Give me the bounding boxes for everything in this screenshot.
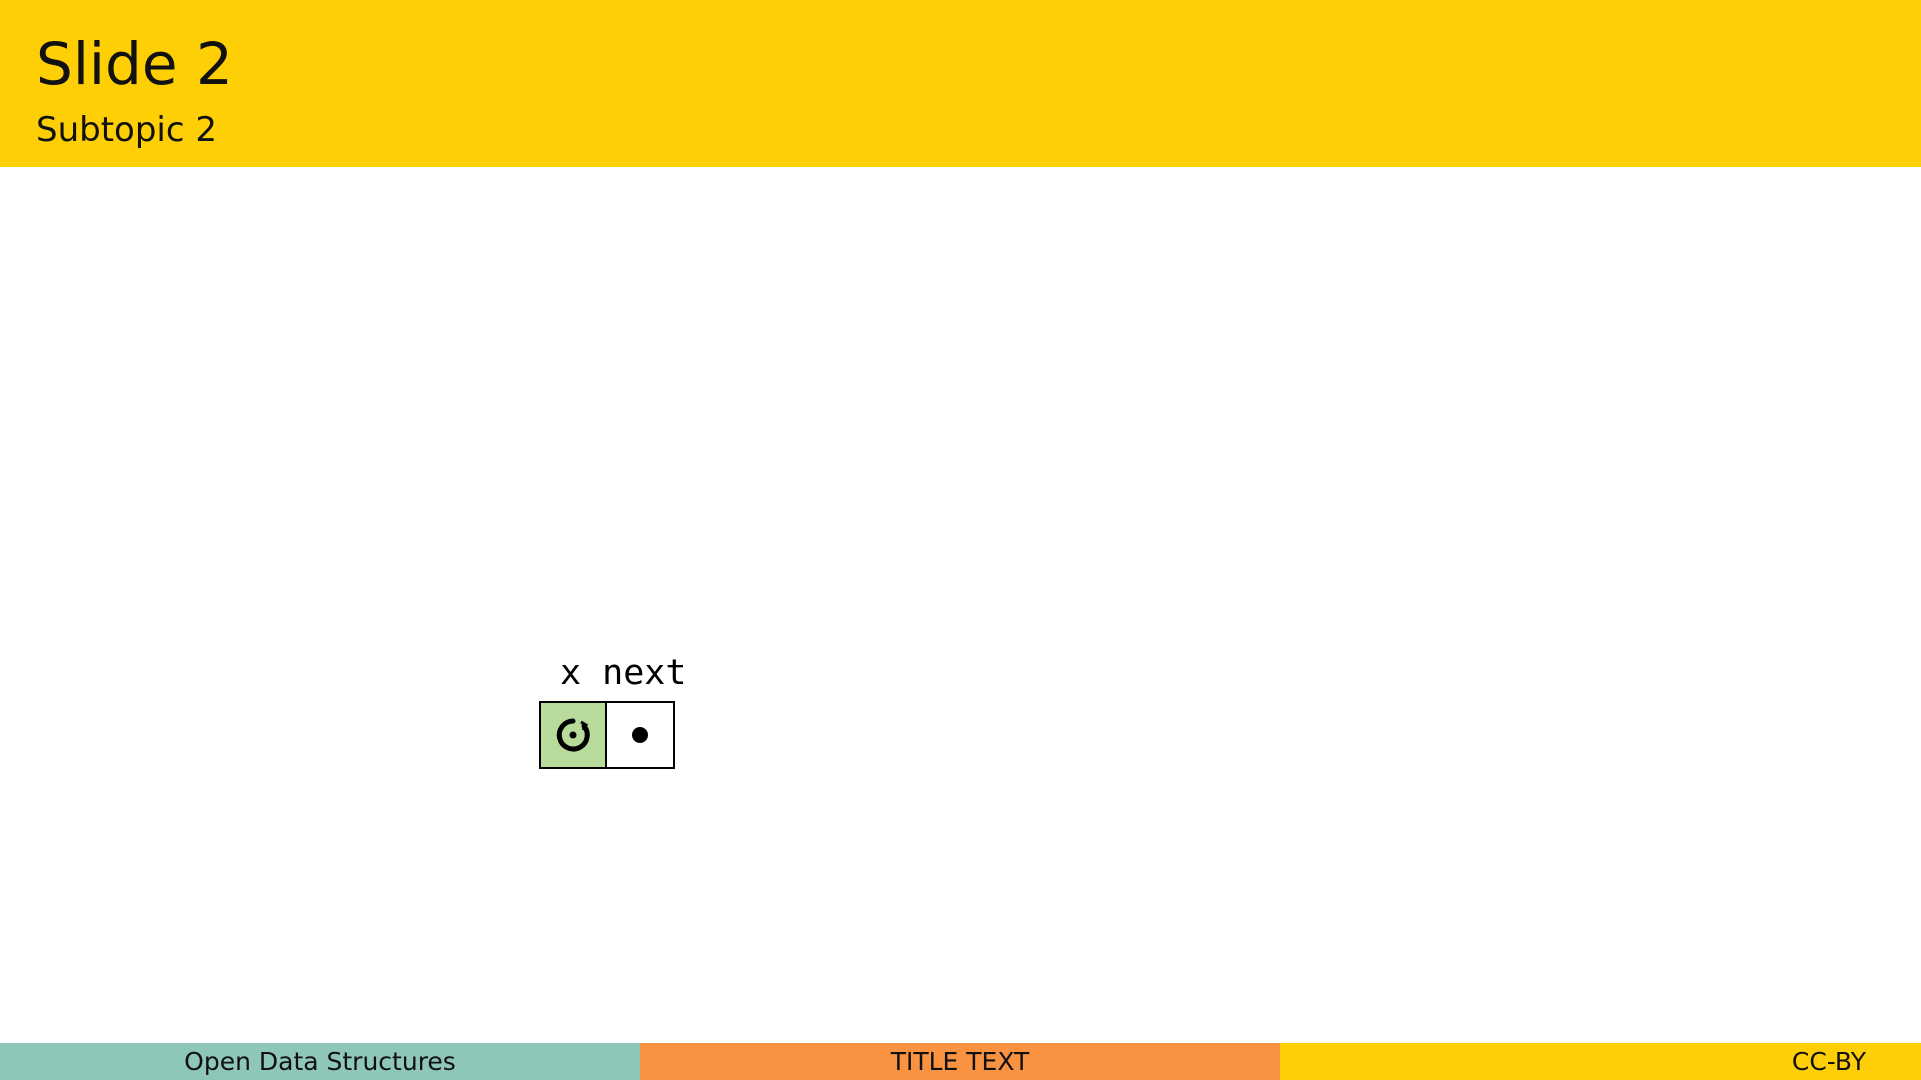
slide-subtitle: Subtopic 2 xyxy=(36,110,218,150)
slide-footer: Open Data Structures TITLE TEXT CC-BY xyxy=(0,1043,1921,1080)
list-node xyxy=(539,701,675,769)
footer-right: CC-BY xyxy=(1280,1043,1921,1080)
sentinel-dot-icon xyxy=(556,718,590,752)
footer-middle: TITLE TEXT xyxy=(640,1043,1280,1080)
node-data-cell xyxy=(541,703,608,767)
node-next-cell xyxy=(607,703,673,767)
node-field-labels: x next xyxy=(560,653,687,693)
slide-header: Slide 2 Subtopic 2 xyxy=(0,0,1921,167)
slide-title: Slide 2 xyxy=(36,30,233,98)
pointer-dot-icon xyxy=(632,727,649,743)
footer-left: Open Data Structures xyxy=(0,1043,640,1080)
